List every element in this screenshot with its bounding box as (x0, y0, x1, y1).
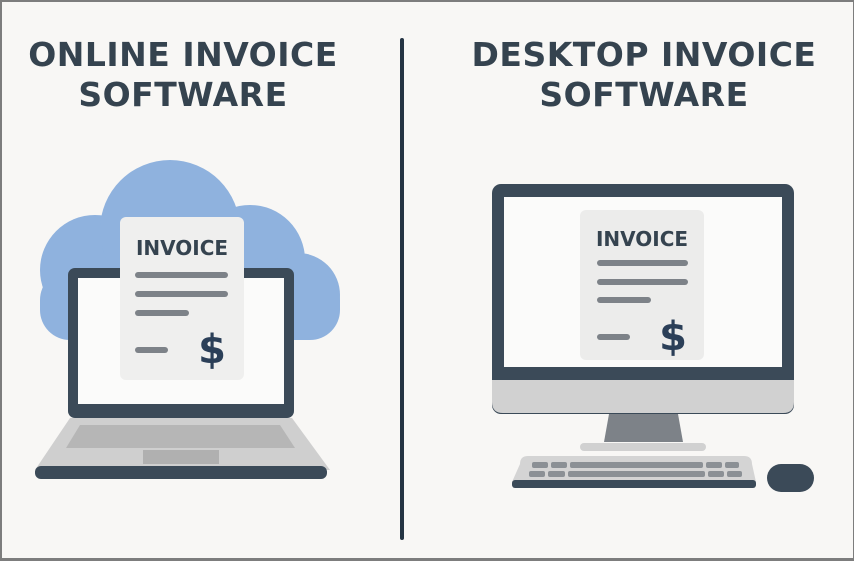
desktop-panel-title: DESKTOP INVOICE SOFTWARE (442, 35, 846, 115)
monitor-stand (604, 414, 683, 442)
online-panel-title: ONLINE INVOICE SOFTWARE (2, 35, 364, 115)
laptop-trackpad (143, 450, 219, 464)
invoice-heading: INVOICE (596, 227, 688, 251)
invoice-heading: INVOICE (136, 236, 228, 260)
monitor-stand-base (580, 443, 706, 451)
invoice-document: INVOICE $ (120, 217, 244, 380)
dollar-icon: $ (659, 314, 687, 360)
laptop-cloud-illustration: INVOICE $ (35, 160, 340, 479)
keyboard-icon (512, 456, 756, 488)
online-title-line2: SOFTWARE (78, 75, 288, 114)
vertical-divider (400, 38, 404, 540)
online-title-line1: ONLINE INVOICE (28, 35, 338, 74)
dollar-icon: $ (198, 327, 226, 373)
monitor-chin (492, 380, 794, 413)
mouse-icon (767, 464, 814, 492)
desktop-title-line2: SOFTWARE (539, 75, 749, 114)
invoice-document: INVOICE $ (580, 210, 704, 360)
desktop-illustration: INVOICE $ (492, 184, 814, 492)
desktop-title-line1: DESKTOP INVOICE (471, 35, 817, 74)
